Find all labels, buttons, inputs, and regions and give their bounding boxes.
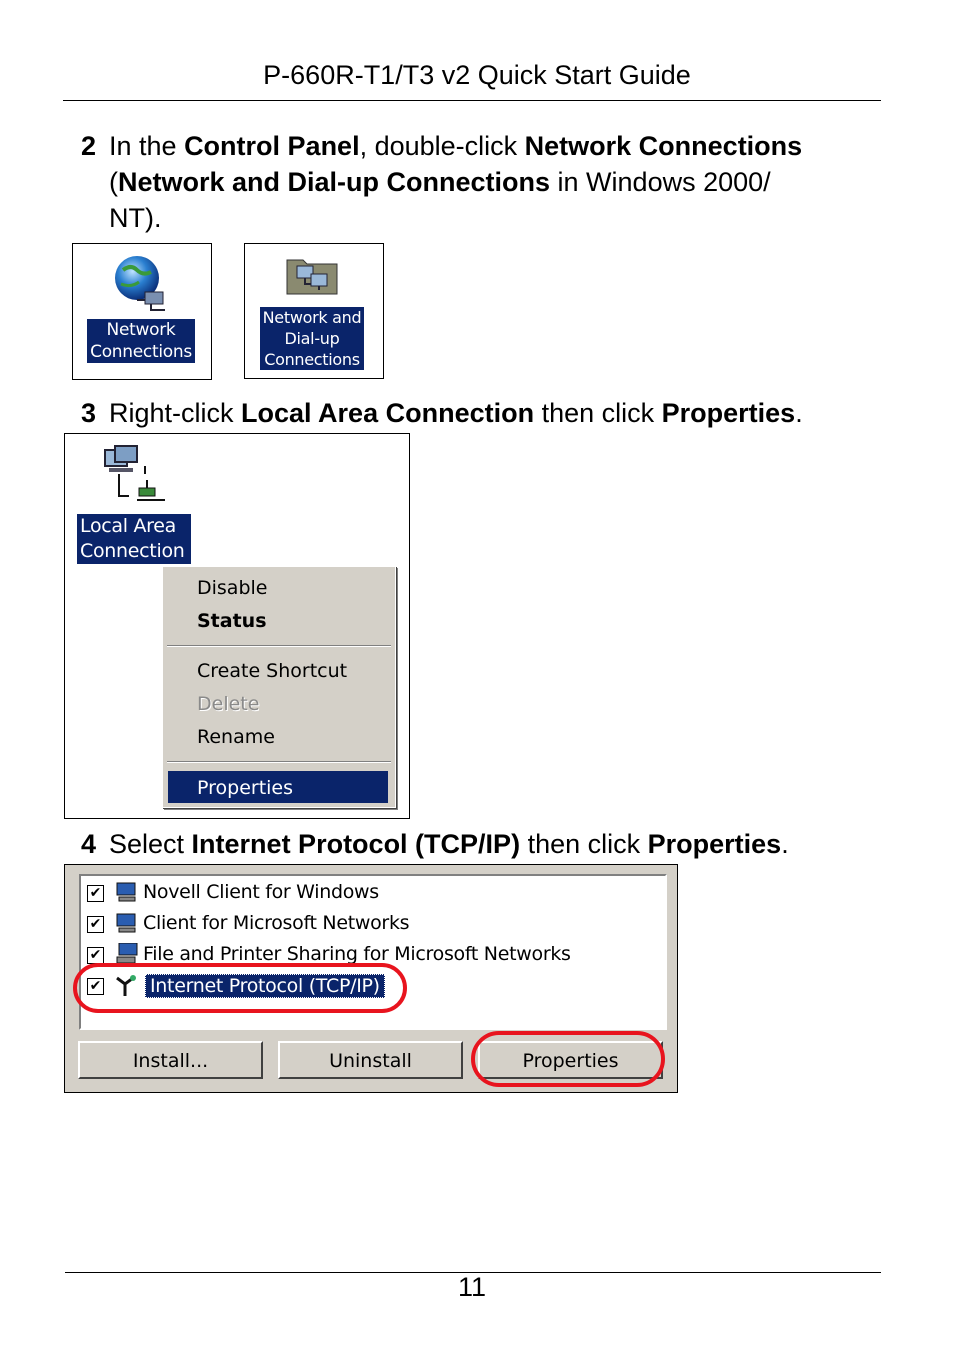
menu-item-properties[interactable]: Properties <box>197 777 294 799</box>
step-number: 2 <box>81 131 97 161</box>
label-line: Connection <box>80 540 185 562</box>
page-number: 11 <box>457 1272 487 1302</box>
text-run: . <box>781 829 789 859</box>
menu-item-create-shortcut[interactable]: Create Shortcut <box>197 660 348 682</box>
icon-label: Network and Dial-up Connections <box>260 307 364 370</box>
protocol-icon <box>116 975 136 996</box>
step-3-text: 3 Right-click Local Area Connection then… <box>81 395 901 431</box>
menu-separator <box>167 761 391 763</box>
checkbox[interactable]: ✔ <box>87 947 104 964</box>
bold-run: Control Panel <box>184 131 360 161</box>
local-area-connection-label[interactable]: Local Area Connection <box>77 514 191 564</box>
header-rule <box>63 100 881 101</box>
label-line: Connections <box>90 342 192 362</box>
list-item-label: Client for Microsoft Networks <box>143 912 410 934</box>
checkbox[interactable]: ✔ <box>87 885 104 902</box>
network-dialup-connections-icon-box[interactable]: Network and Dial-up Connections <box>244 243 384 379</box>
menu-item-rename[interactable]: Rename <box>197 726 275 748</box>
menu-item-properties-highlight[interactable] <box>168 771 388 803</box>
label-line: Network <box>106 320 176 340</box>
step-number: 3 <box>81 398 97 428</box>
label-line: Connections <box>264 350 360 369</box>
step-number: 4 <box>81 829 97 859</box>
text-run: then click <box>520 829 648 859</box>
text-run: . <box>795 398 803 428</box>
list-item[interactable]: ✔ Client for Microsoft Networks <box>87 912 647 940</box>
bold-run: Local Area Connection <box>241 398 535 428</box>
label-line: Local Area <box>80 515 177 537</box>
text-run: Right-click <box>109 398 242 428</box>
bold-run: Network and Dial-up Connections <box>118 167 551 197</box>
uninstall-button[interactable]: Uninstall <box>278 1041 463 1079</box>
bold-run: Internet Protocol (TCP/IP) <box>191 829 521 859</box>
list-item-label: Internet Protocol (TCP/IP) <box>145 974 385 998</box>
text-run: In the <box>109 131 185 161</box>
text-run: in Windows 2000/ <box>550 167 771 197</box>
properties-highlight-oval <box>471 1031 665 1087</box>
list-item[interactable]: ✔ Novell Client for Windows <box>87 881 647 909</box>
install-button[interactable]: Install... <box>78 1041 263 1079</box>
folder-network-icon <box>286 259 338 295</box>
step-2-text: 2 In the Control Panel, double-click Net… <box>81 128 901 236</box>
list-item-label: File and Printer Sharing for Microsoft N… <box>143 943 571 965</box>
menu-separator <box>167 645 391 647</box>
footer-rule <box>65 1272 881 1273</box>
local-area-connection-screenshot: Local Area Connection Disable Status Cre… <box>64 433 410 819</box>
text-run: ( <box>109 167 118 197</box>
text-run: then click <box>534 398 662 428</box>
step-4-text: 4 Select Internet Protocol (TCP/IP) then… <box>81 826 901 862</box>
text-run: NT). <box>109 203 162 233</box>
menu-item-status[interactable]: Status <box>197 610 267 632</box>
file-printer-sharing-icon <box>116 943 138 964</box>
page-header-title: P-660R-T1/T3 v2 Quick Start Guide <box>263 60 691 90</box>
local-area-connection-icon[interactable] <box>101 444 167 504</box>
tcpip-highlight-oval <box>73 963 407 1013</box>
context-menu: Disable Status Create Shortcut Delete Re… <box>162 566 396 808</box>
components-dialog-screenshot: ✔ Novell Client for Windows ✔ Client for… <box>64 864 678 1093</box>
bold-run: Network Connections <box>524 131 803 161</box>
network-client-icon <box>116 882 136 902</box>
icon-label: Network Connections <box>87 319 195 363</box>
list-item-label: Novell Client for Windows <box>143 881 379 903</box>
components-list[interactable] <box>79 874 667 1030</box>
bold-run: Properties <box>661 398 796 428</box>
menu-item-delete: Delete <box>197 693 260 715</box>
label-line: Dial-up <box>284 329 340 348</box>
menu-item-disable[interactable]: Disable <box>197 577 268 599</box>
label-line: Network and <box>262 308 362 327</box>
checkbox[interactable]: ✔ <box>87 916 104 933</box>
text-run: , double-click <box>359 131 525 161</box>
bold-run: Properties <box>647 829 782 859</box>
globe-network-icon <box>115 256 165 311</box>
network-connections-icon-box[interactable]: Network Connections <box>72 243 212 380</box>
text-run: Select <box>109 829 192 859</box>
network-client-icon <box>116 913 136 933</box>
